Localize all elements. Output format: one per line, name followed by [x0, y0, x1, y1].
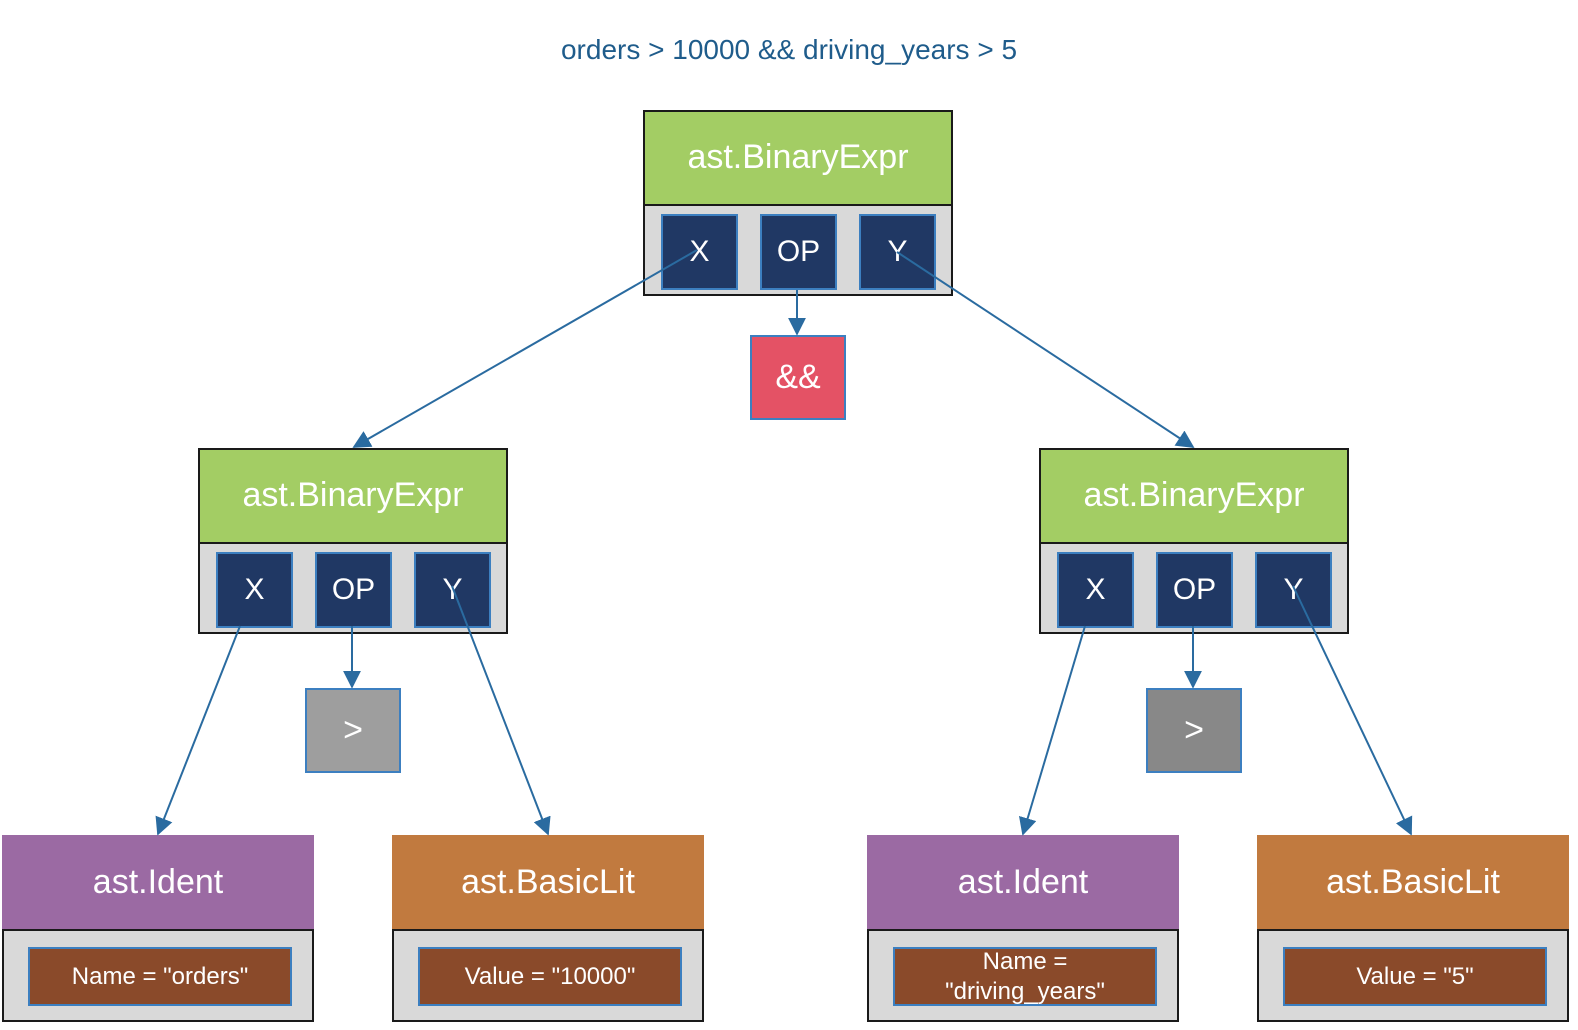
- left-binaryexpr-header: ast.BinaryExpr: [198, 448, 508, 542]
- left-field-op: OP: [315, 552, 392, 628]
- left-basiclit-value: Value = "10000": [418, 947, 682, 1006]
- right-ident-header: ast.Ident: [867, 835, 1179, 929]
- right-basiclit-value: Value = "5": [1283, 947, 1547, 1006]
- left-ident-header: ast.Ident: [2, 835, 314, 929]
- right-op-gt: >: [1146, 688, 1242, 773]
- right-field-y: Y: [1255, 552, 1332, 628]
- root-field-op: OP: [760, 214, 837, 290]
- right-binaryexpr-fields: X OP Y: [1039, 542, 1349, 634]
- right-ident-name-value: Name = "driving_years": [893, 947, 1157, 1006]
- right-ident-fields: Name = "driving_years": [867, 929, 1179, 1022]
- right-basiclit-fields: Value = "5": [1257, 929, 1569, 1022]
- edge-right-x: [1019, 625, 1086, 836]
- root-binaryexpr-header: ast.BinaryExpr: [643, 110, 953, 204]
- left-binaryexpr-fields: X OP Y: [198, 542, 508, 634]
- edge-left-x: [155, 625, 241, 836]
- left-ident-name-value: Name = "orders": [28, 947, 292, 1006]
- right-field-x: X: [1057, 552, 1134, 628]
- right-binaryexpr-header: ast.BinaryExpr: [1039, 448, 1349, 542]
- left-basiclit-header: ast.BasicLit: [392, 835, 704, 929]
- root-field-x: X: [661, 214, 738, 290]
- left-basiclit-fields: Value = "10000": [392, 929, 704, 1022]
- left-op-gt: >: [305, 688, 401, 773]
- left-field-y: Y: [414, 552, 491, 628]
- left-ident-fields: Name = "orders": [2, 929, 314, 1022]
- root-binaryexpr-fields: X OP Y: [643, 204, 953, 296]
- right-basiclit-header: ast.BasicLit: [1257, 835, 1569, 929]
- left-field-x: X: [216, 552, 293, 628]
- root-field-y: Y: [859, 214, 936, 290]
- root-op-and: &&: [750, 335, 846, 420]
- expression-title: orders > 10000 && driving_years > 5: [560, 34, 1018, 65]
- right-field-op: OP: [1156, 552, 1233, 628]
